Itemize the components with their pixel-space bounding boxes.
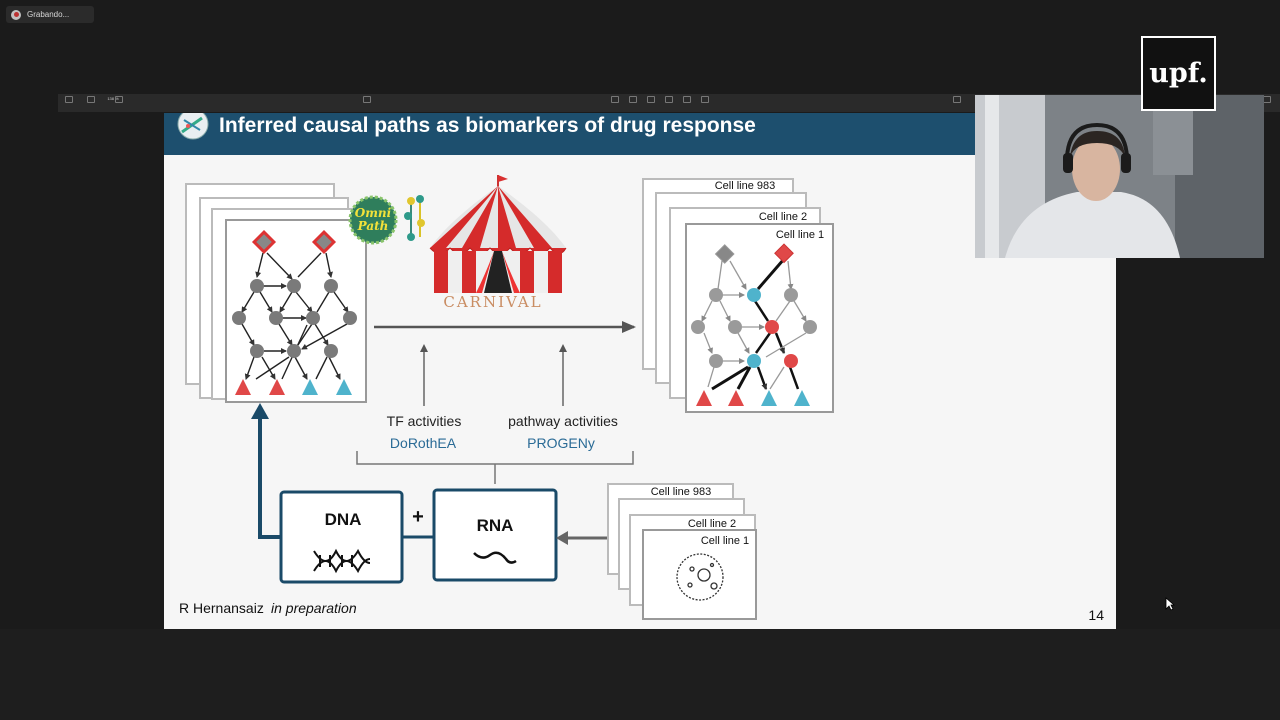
mouse-cursor-icon xyxy=(1165,597,1175,611)
top-card-label-1: Cell line 1 xyxy=(776,229,824,241)
tf-activities-label: TF activities xyxy=(387,413,462,429)
dna-label: DNA xyxy=(325,510,362,529)
bottom-card-label-1: Cell line 1 xyxy=(701,535,749,547)
zoom-out-icon[interactable] xyxy=(82,96,100,104)
cell-icon xyxy=(676,553,724,601)
dna-box xyxy=(279,490,404,584)
collaborate-icon[interactable] xyxy=(948,96,966,104)
cell-line-stack xyxy=(607,483,757,620)
dna-helix-icon xyxy=(313,548,371,574)
comment-icon[interactable] xyxy=(696,96,714,104)
prior-knowledge-network-stack xyxy=(185,183,367,403)
zoom-select[interactable]: 138 % xyxy=(104,96,122,101)
recording-label: Grabando... xyxy=(27,10,70,19)
omnipath-text-2: Path xyxy=(357,219,389,233)
omnipath-network-icon xyxy=(404,195,425,241)
dorothea-label: DoRothEA xyxy=(390,435,457,451)
bottom-area xyxy=(0,629,1280,720)
zoom-value: 138 % xyxy=(107,96,119,101)
slide: Inferred causal paths as biomarkers of d… xyxy=(164,113,1116,629)
upf-logo: upf. xyxy=(1141,36,1216,111)
omnipath-badge: Omni Path xyxy=(348,195,398,245)
media-icon[interactable] xyxy=(678,96,696,104)
carnival-label: CARNIVAL xyxy=(443,293,542,311)
recording-indicator: Grabando... xyxy=(6,6,94,23)
top-card-label-2: Cell line 2 xyxy=(759,211,807,223)
speaker-video xyxy=(975,95,1264,258)
sidebar-toggle-icon[interactable] xyxy=(60,96,78,104)
rna-box xyxy=(432,488,558,582)
record-icon xyxy=(11,9,21,20)
slide-header xyxy=(164,113,1116,155)
inferred-network xyxy=(701,258,807,391)
citation-note: in preparation xyxy=(271,600,357,616)
feedback-arrow xyxy=(258,413,281,539)
slide-title: Inferred causal paths as biomarkers of d… xyxy=(219,114,756,137)
rna-strand-icon xyxy=(473,551,517,564)
chart-icon[interactable] xyxy=(624,96,642,104)
viewer-toolbar: 138 % xyxy=(58,94,1280,112)
omnipath-text-1: Omni xyxy=(355,206,392,220)
activities-bracket xyxy=(356,451,634,465)
bottom-card-label-983: Cell line 983 xyxy=(651,486,712,498)
workflow-diagram: Omni Path xyxy=(179,175,1104,623)
carnival-tent-icon xyxy=(429,175,567,293)
bottom-card-label-2: Cell line 2 xyxy=(688,518,736,530)
webcam-feed xyxy=(975,95,1264,258)
network-nodes xyxy=(232,229,357,395)
text-icon[interactable] xyxy=(642,96,660,104)
add-slide-icon[interactable] xyxy=(110,96,128,104)
plus-sign: + xyxy=(412,506,424,528)
rna-label: RNA xyxy=(477,516,514,535)
play-icon[interactable] xyxy=(358,96,376,104)
shape-icon[interactable] xyxy=(660,96,678,104)
top-card-label-983: Cell line 983 xyxy=(715,180,776,192)
page-number: 14 xyxy=(1088,607,1104,623)
table-icon[interactable] xyxy=(606,96,624,104)
inferred-network-nodes xyxy=(691,243,817,406)
citation-author: R Hernansaiz xyxy=(179,600,264,616)
pathway-activities-label: pathway activities xyxy=(508,413,618,429)
upf-logo-text: upf. xyxy=(1149,58,1208,89)
carnival-logo-icon xyxy=(177,113,209,140)
progeny-label: PROGENy xyxy=(527,435,595,451)
